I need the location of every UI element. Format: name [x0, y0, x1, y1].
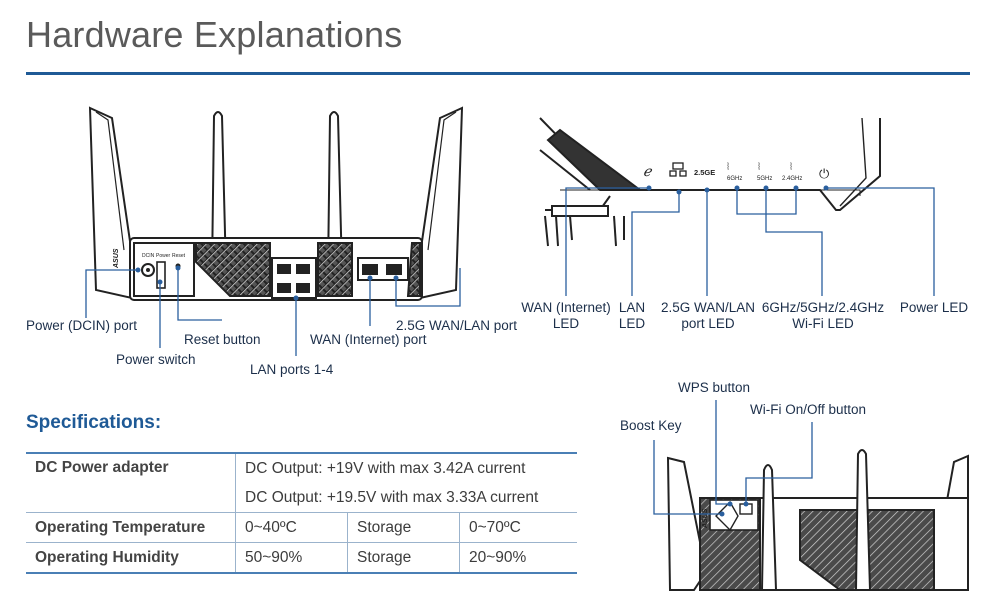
label-power-switch: Power switch — [116, 352, 196, 367]
lan-icon — [672, 162, 684, 170]
led-5ghz-text: 5GHz — [757, 176, 772, 182]
spec-dc-power-header: DC Power adapter — [26, 452, 236, 513]
panel-power-text: Power — [156, 253, 171, 259]
label-lan-led: LAN LED — [618, 300, 646, 331]
led-25ge-text: 2.5GE — [694, 168, 715, 177]
label-power-dcin-port: Power (DCIN) port — [26, 318, 138, 333]
label-lan-ports: LAN ports 1-4 — [250, 362, 334, 377]
specifications-table: DC Power adapter DC Output: +19V with ma… — [26, 452, 577, 574]
wifi-5ghz-icon: ⦚ — [758, 162, 760, 173]
panel-dcin-text: DCIN — [142, 253, 155, 259]
label-wan-port: WAN (Internet) port — [310, 332, 427, 347]
led-24ghz-text: 2.4GHz — [782, 176, 802, 182]
spec-dc-power-line1: DC Output: +19V with max 3.42A current — [235, 452, 577, 483]
label-boost-key: Boost Key — [620, 418, 682, 433]
table-row: Operating Humidity 50~90% Storage 20~90% — [26, 542, 577, 574]
power-icon: ⏻ — [819, 166, 829, 181]
spec-dc-power-line2: DC Output: +19.5V with max 3.33A current — [235, 483, 577, 513]
label-wifi-led: 6GHz/5GHz/2.4GHz Wi-Fi LED — [761, 300, 885, 331]
panel-reset-text: Reset — [172, 253, 186, 259]
spec-humidity-storage-value: 20~90% — [459, 542, 577, 574]
label-wan-led: WAN (Internet) LED — [521, 300, 611, 331]
spec-humidity-storage-label: Storage — [347, 542, 460, 574]
table-row: Operating Temperature 0~40ºC Storage 0~7… — [26, 512, 577, 543]
spec-temperature-value: 0~40ºC — [235, 512, 348, 543]
label-reset-button: Reset button — [184, 332, 261, 347]
internet-icon: ℯ — [643, 163, 653, 179]
spec-temperature-storage-label: Storage — [347, 512, 460, 543]
spec-humidity-header: Operating Humidity — [26, 542, 236, 574]
spec-temperature-header: Operating Temperature — [35, 518, 206, 536]
table-row: DC Output: +19.5V with max 3.33A current — [26, 483, 577, 513]
label-wps-button: WPS button — [678, 380, 751, 395]
table-row: DC Power adapter DC Output: +19V with ma… — [26, 452, 577, 513]
spec-temperature-storage-value: 0~70ºC — [459, 512, 577, 543]
label-wifi-onoff-button: Wi-Fi On/Off button — [750, 402, 867, 417]
spec-humidity-value: 50~90% — [235, 542, 348, 574]
led-6ghz-text: 6GHz — [727, 176, 742, 182]
label-power-led: Power LED — [899, 300, 969, 315]
wifi-6ghz-icon: ⦚ — [727, 162, 729, 173]
asus-logo-side: ASUS — [702, 508, 709, 529]
asus-logo-rear: ASUS — [113, 248, 120, 269]
specifications-title: Specifications: — [26, 412, 162, 433]
title-divider — [26, 72, 970, 75]
label-25g-wan-lan-port: 2.5G WAN/LAN port — [396, 318, 518, 333]
page-title: Hardware Explanations — [26, 14, 403, 55]
label-25g-led: 2.5G WAN/LAN port LED — [660, 300, 756, 331]
wifi-24ghz-icon: ⦚ — [790, 162, 792, 173]
